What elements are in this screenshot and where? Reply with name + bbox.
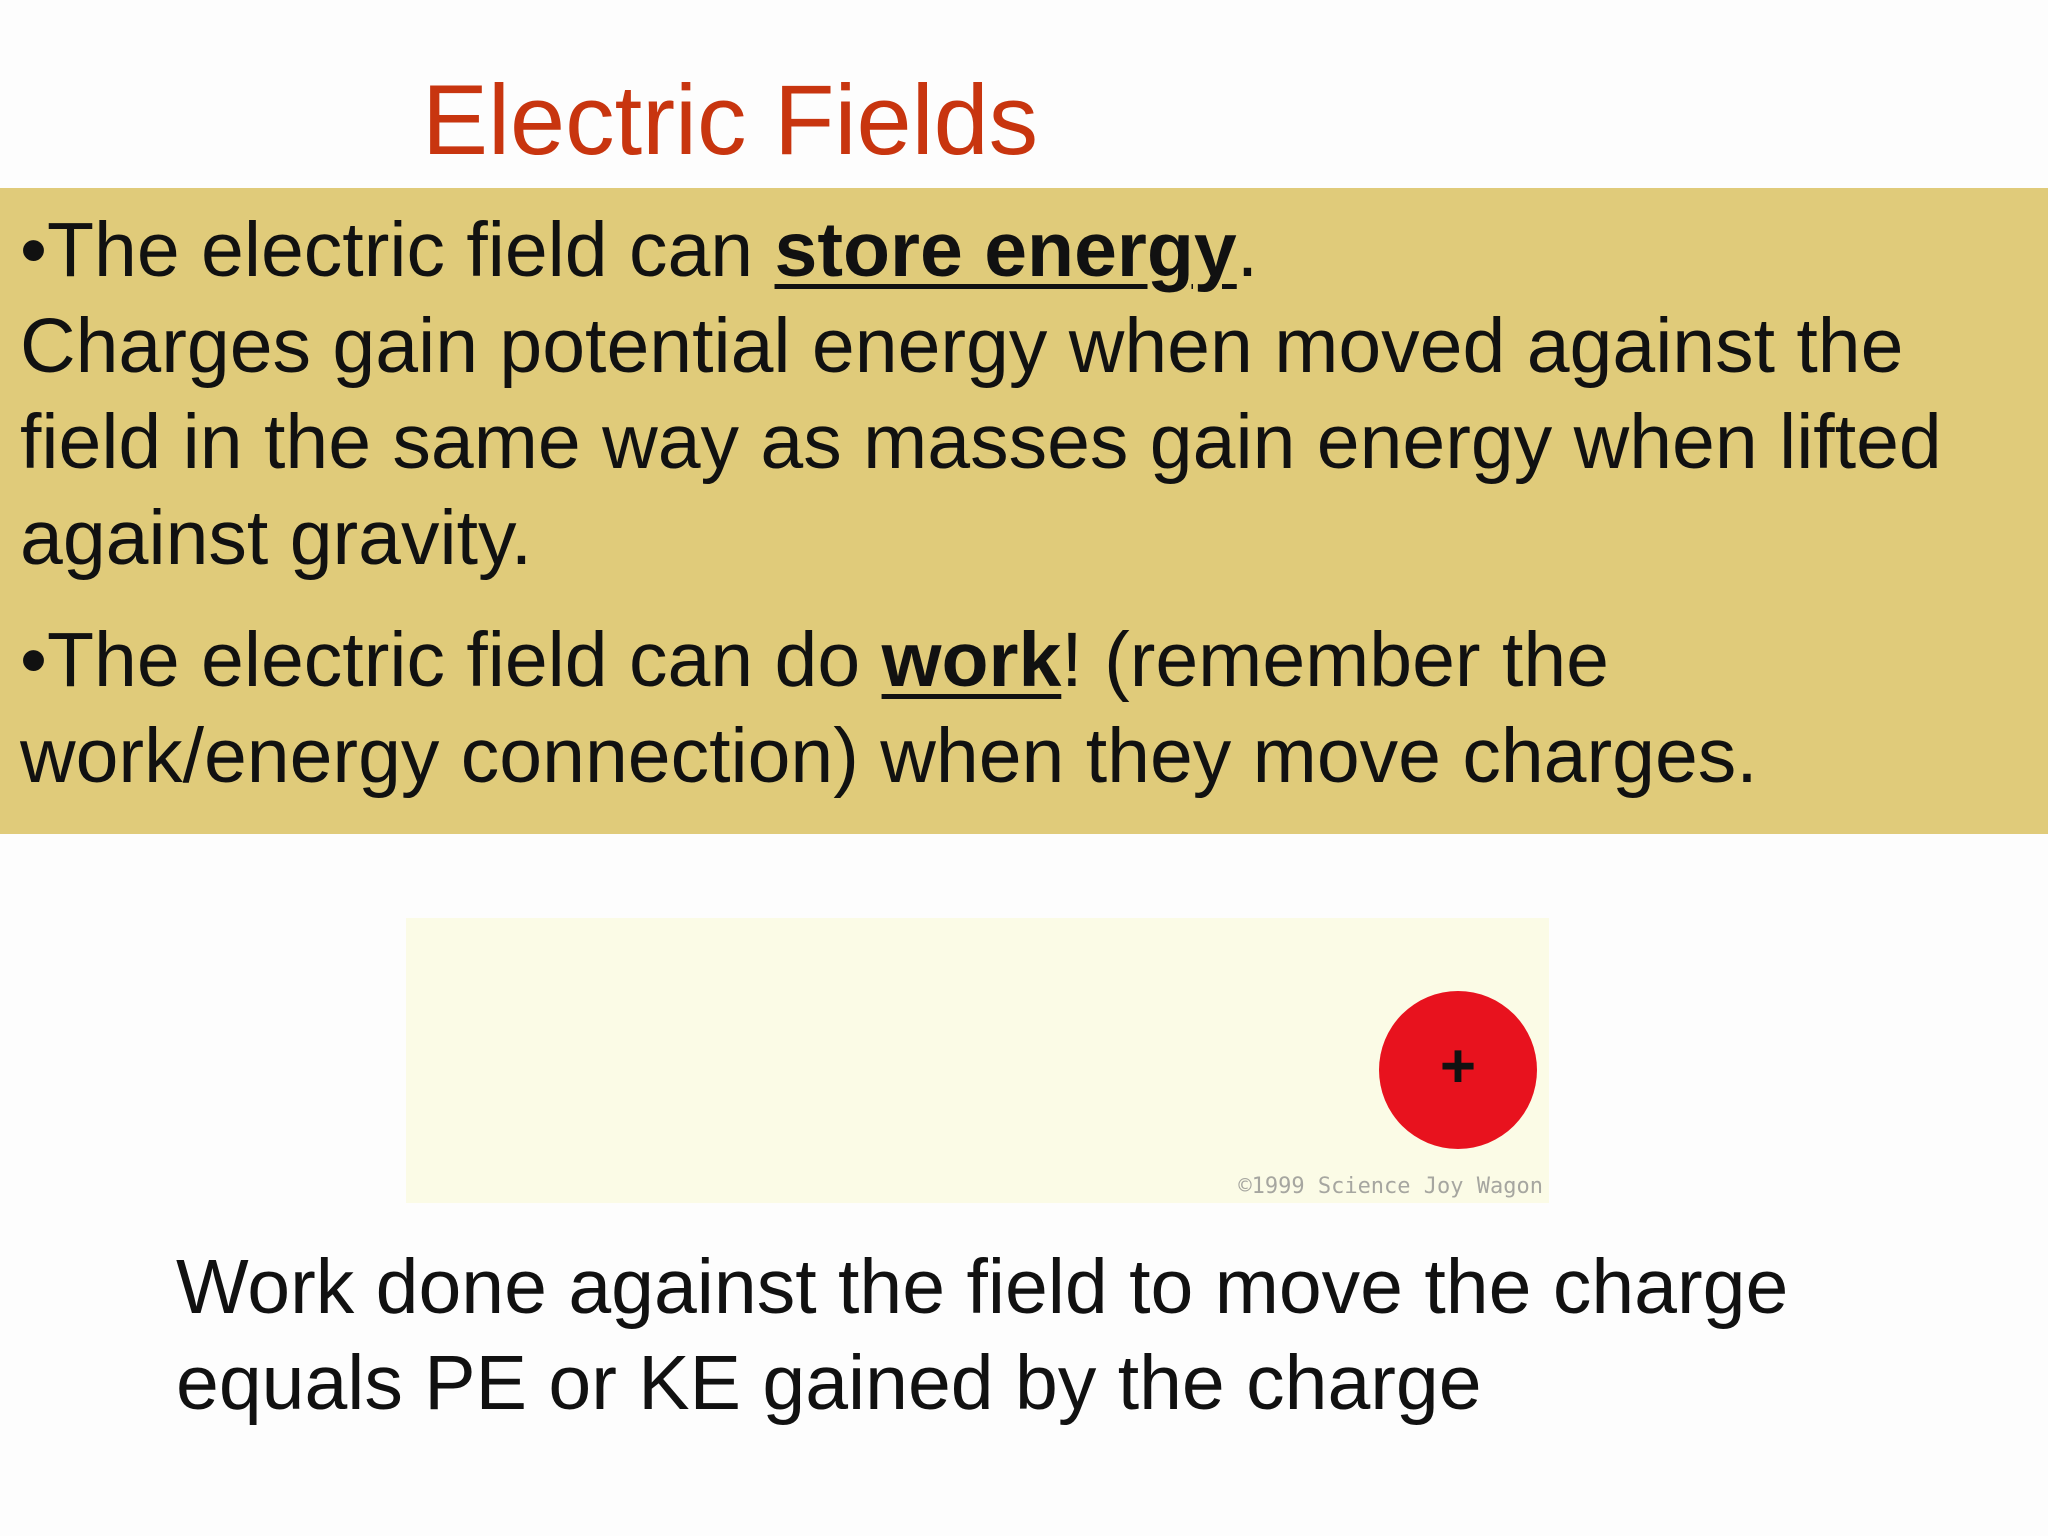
charge-symbol: + bbox=[1439, 1032, 1477, 1101]
bullet-2-suffix: ! (remember the work/energy connection) … bbox=[20, 617, 1758, 799]
highlight-band: •The electric field can store energy.Cha… bbox=[0, 188, 2048, 834]
bullet-1-emphasis: store energy bbox=[774, 207, 1237, 293]
bullet-marker: • bbox=[20, 207, 47, 293]
copyright-credit: ©1999 Science Joy Wagon bbox=[1238, 1174, 1543, 1199]
band-text: •The electric field can store energy.Cha… bbox=[20, 202, 2040, 804]
bullet-1-prefix: The electric field can bbox=[46, 207, 775, 293]
bullet-1-continuation: Charges gain potential energy when moved… bbox=[20, 303, 1942, 581]
bullet-1-suffix: . bbox=[1236, 207, 1259, 293]
charge-animation: + ©1999 Science Joy Wagon bbox=[406, 918, 1549, 1203]
bullet-2-emphasis: work bbox=[881, 617, 1062, 703]
caption: Work done against the field to move the … bbox=[176, 1244, 1789, 1426]
bullet-2: •The electric field can do work! (rememb… bbox=[20, 612, 2040, 804]
bullet-1: •The electric field can store energy. Cha… bbox=[20, 202, 2040, 586]
bullet-marker: • bbox=[20, 617, 47, 703]
bullet-2-prefix: The electric field can do bbox=[46, 617, 882, 703]
positive-charge: + bbox=[1379, 991, 1537, 1149]
slide-title: Electric Fields bbox=[422, 64, 1039, 175]
